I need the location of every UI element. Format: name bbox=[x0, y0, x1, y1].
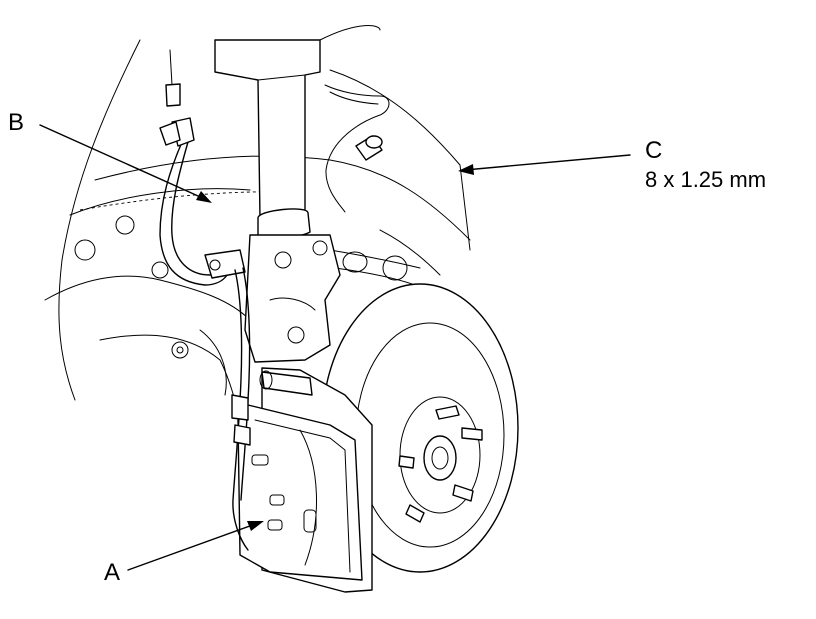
wheel-studs bbox=[398, 405, 483, 523]
steering-knuckle bbox=[244, 234, 341, 363]
arrow-head-c bbox=[458, 164, 474, 175]
brake-hose bbox=[159, 117, 251, 551]
brake-line bbox=[165, 49, 390, 213]
arrow-head-b bbox=[196, 191, 212, 203]
arrow-head-a bbox=[247, 521, 264, 531]
callout-c-label: C bbox=[645, 137, 662, 164]
callout-b-label: B bbox=[8, 109, 24, 136]
flange-bolt-c bbox=[355, 135, 383, 161]
leader-lines bbox=[39, 124, 631, 571]
callout-c-spec: 8 x 1.25 mm bbox=[645, 167, 766, 192]
strut bbox=[214, 39, 321, 239]
brake-caliper bbox=[237, 367, 373, 593]
callout-a-label: A bbox=[104, 559, 120, 586]
